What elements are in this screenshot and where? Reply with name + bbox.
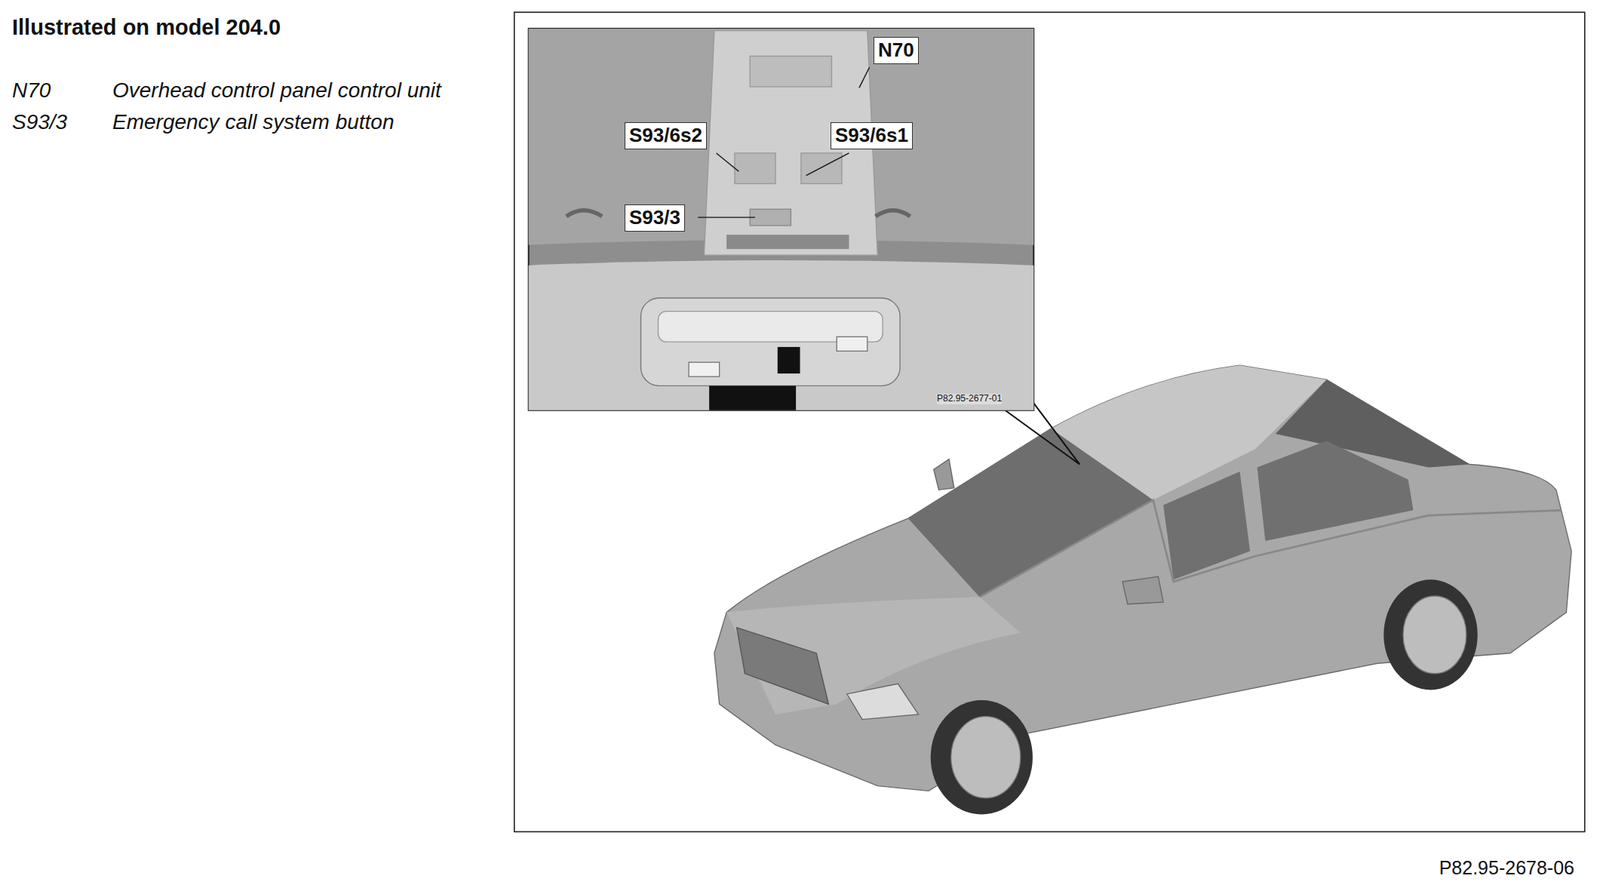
part-description: Emergency call system button [112, 110, 395, 135]
callout-label: S93/6s1 [830, 122, 913, 150]
callout-label: S93/6s2 [624, 122, 707, 150]
part-code: S93/3 [12, 110, 68, 135]
part-code: N70 [12, 78, 51, 103]
callout-label: N70 [873, 36, 919, 65]
diagram-title: Illustrated on model 204.0 [12, 15, 281, 40]
figure-number: P82.95-2678-06 [1439, 856, 1575, 879]
callout-label: S93/3 [624, 204, 685, 232]
part-description: Overhead control panel control unit [112, 78, 442, 103]
figure-number: P82.95-2677-01 [936, 393, 1002, 405]
